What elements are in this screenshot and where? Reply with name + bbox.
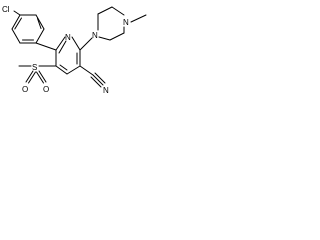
sulfonyl-oxygen-1-label: O [22,85,28,94]
sulfonyl-bonds [18,65,47,84]
piperazine-n4-label: N [123,18,129,27]
pyridine-nitrogen-label: N [65,33,71,42]
chemical-structure: Cl N N N S O O [2,5,147,95]
piperazine-ring [97,6,147,41]
piperazine-n1-label: N [92,31,98,40]
chlorine-label: Cl [2,5,10,14]
nitrile-nitrogen-label: N [103,86,109,95]
chlorophenyl-ring [11,10,45,44]
pyridine-ring [55,36,81,75]
pyridine-piperazine-bond [79,37,93,51]
sulfur-label: S [32,63,37,72]
sulfonyl-oxygen-2-label: O [43,85,49,94]
aryl-aryl-bond [35,42,57,51]
nitrile-bond [79,65,106,88]
